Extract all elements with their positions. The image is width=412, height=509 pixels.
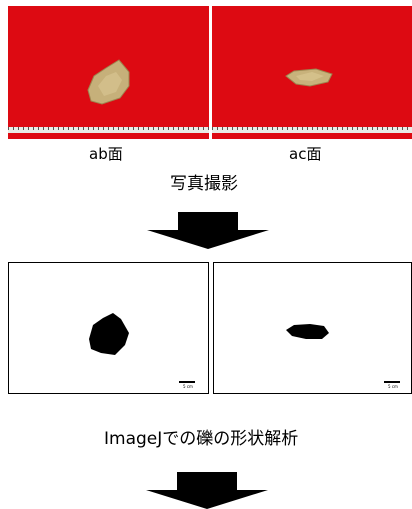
stone-ac <box>285 68 333 87</box>
stone-silhouette-ac <box>286 324 329 339</box>
photo-ab-face <box>8 6 209 139</box>
photo-ac-face <box>212 6 412 139</box>
caption-ab: ab面 <box>89 145 123 163</box>
ruler <box>8 127 209 133</box>
ruler <box>212 127 412 133</box>
binary-image-ab: 5 cm <box>8 262 209 394</box>
caption-ac: ac面 <box>289 145 322 163</box>
step-label-photography: 写真撮影 <box>170 174 238 194</box>
stone-silhouette-ab <box>89 313 129 355</box>
stone-ab <box>87 59 130 105</box>
binary-image-ac: 5 cm <box>213 262 412 394</box>
step-label-imagej-analysis: ImageJでの礫の形状解析 <box>104 429 299 449</box>
